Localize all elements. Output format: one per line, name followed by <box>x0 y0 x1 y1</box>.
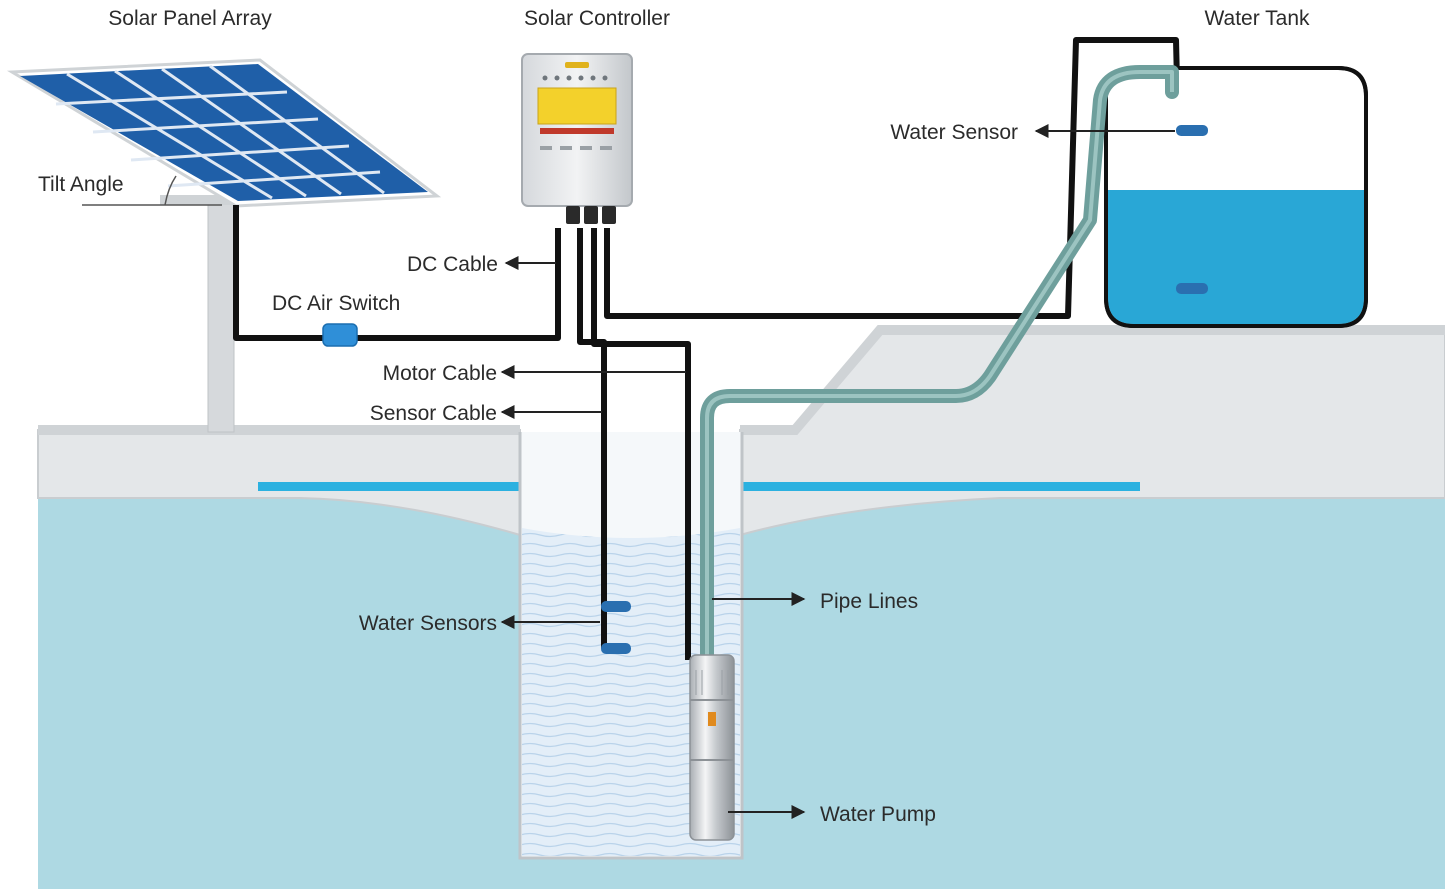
label-sensor-cable: Sensor Cable <box>370 402 497 425</box>
label-dc-cable: DC Cable <box>407 253 498 276</box>
tank-sensor-lower <box>1176 283 1208 294</box>
label-motor-cable: Motor Cable <box>383 362 497 385</box>
tilt-angle-marker <box>82 175 222 206</box>
label-water-tank: Water Tank <box>1204 7 1310 30</box>
tank-sensor-upper <box>1176 125 1208 136</box>
solar-panel-array <box>6 58 442 208</box>
dc-air-switch <box>322 323 358 347</box>
label-water-pump: Water Pump <box>820 803 936 826</box>
label-water-sensors: Water Sensors <box>359 612 497 635</box>
label-tilt-angle: Tilt Angle <box>38 173 124 196</box>
label-solar-controller: Solar Controller <box>524 7 670 30</box>
label-solar-panel-array: Solar Panel Array <box>108 7 272 30</box>
water-pump <box>689 654 735 841</box>
annotation-arrows <box>500 124 1175 819</box>
panel-stand-post <box>207 199 235 433</box>
label-dc-air-switch: DC Air Switch <box>272 292 400 315</box>
label-pipe-lines: Pipe Lines <box>820 590 918 613</box>
water-tank <box>1104 66 1368 328</box>
well-sensor-lower <box>601 643 631 654</box>
label-water-sensor: Water Sensor <box>890 121 1018 144</box>
well-sensor-upper <box>601 601 631 612</box>
dc-cable <box>233 205 561 341</box>
motor-cable <box>591 228 691 660</box>
solar-controller <box>521 53 633 224</box>
